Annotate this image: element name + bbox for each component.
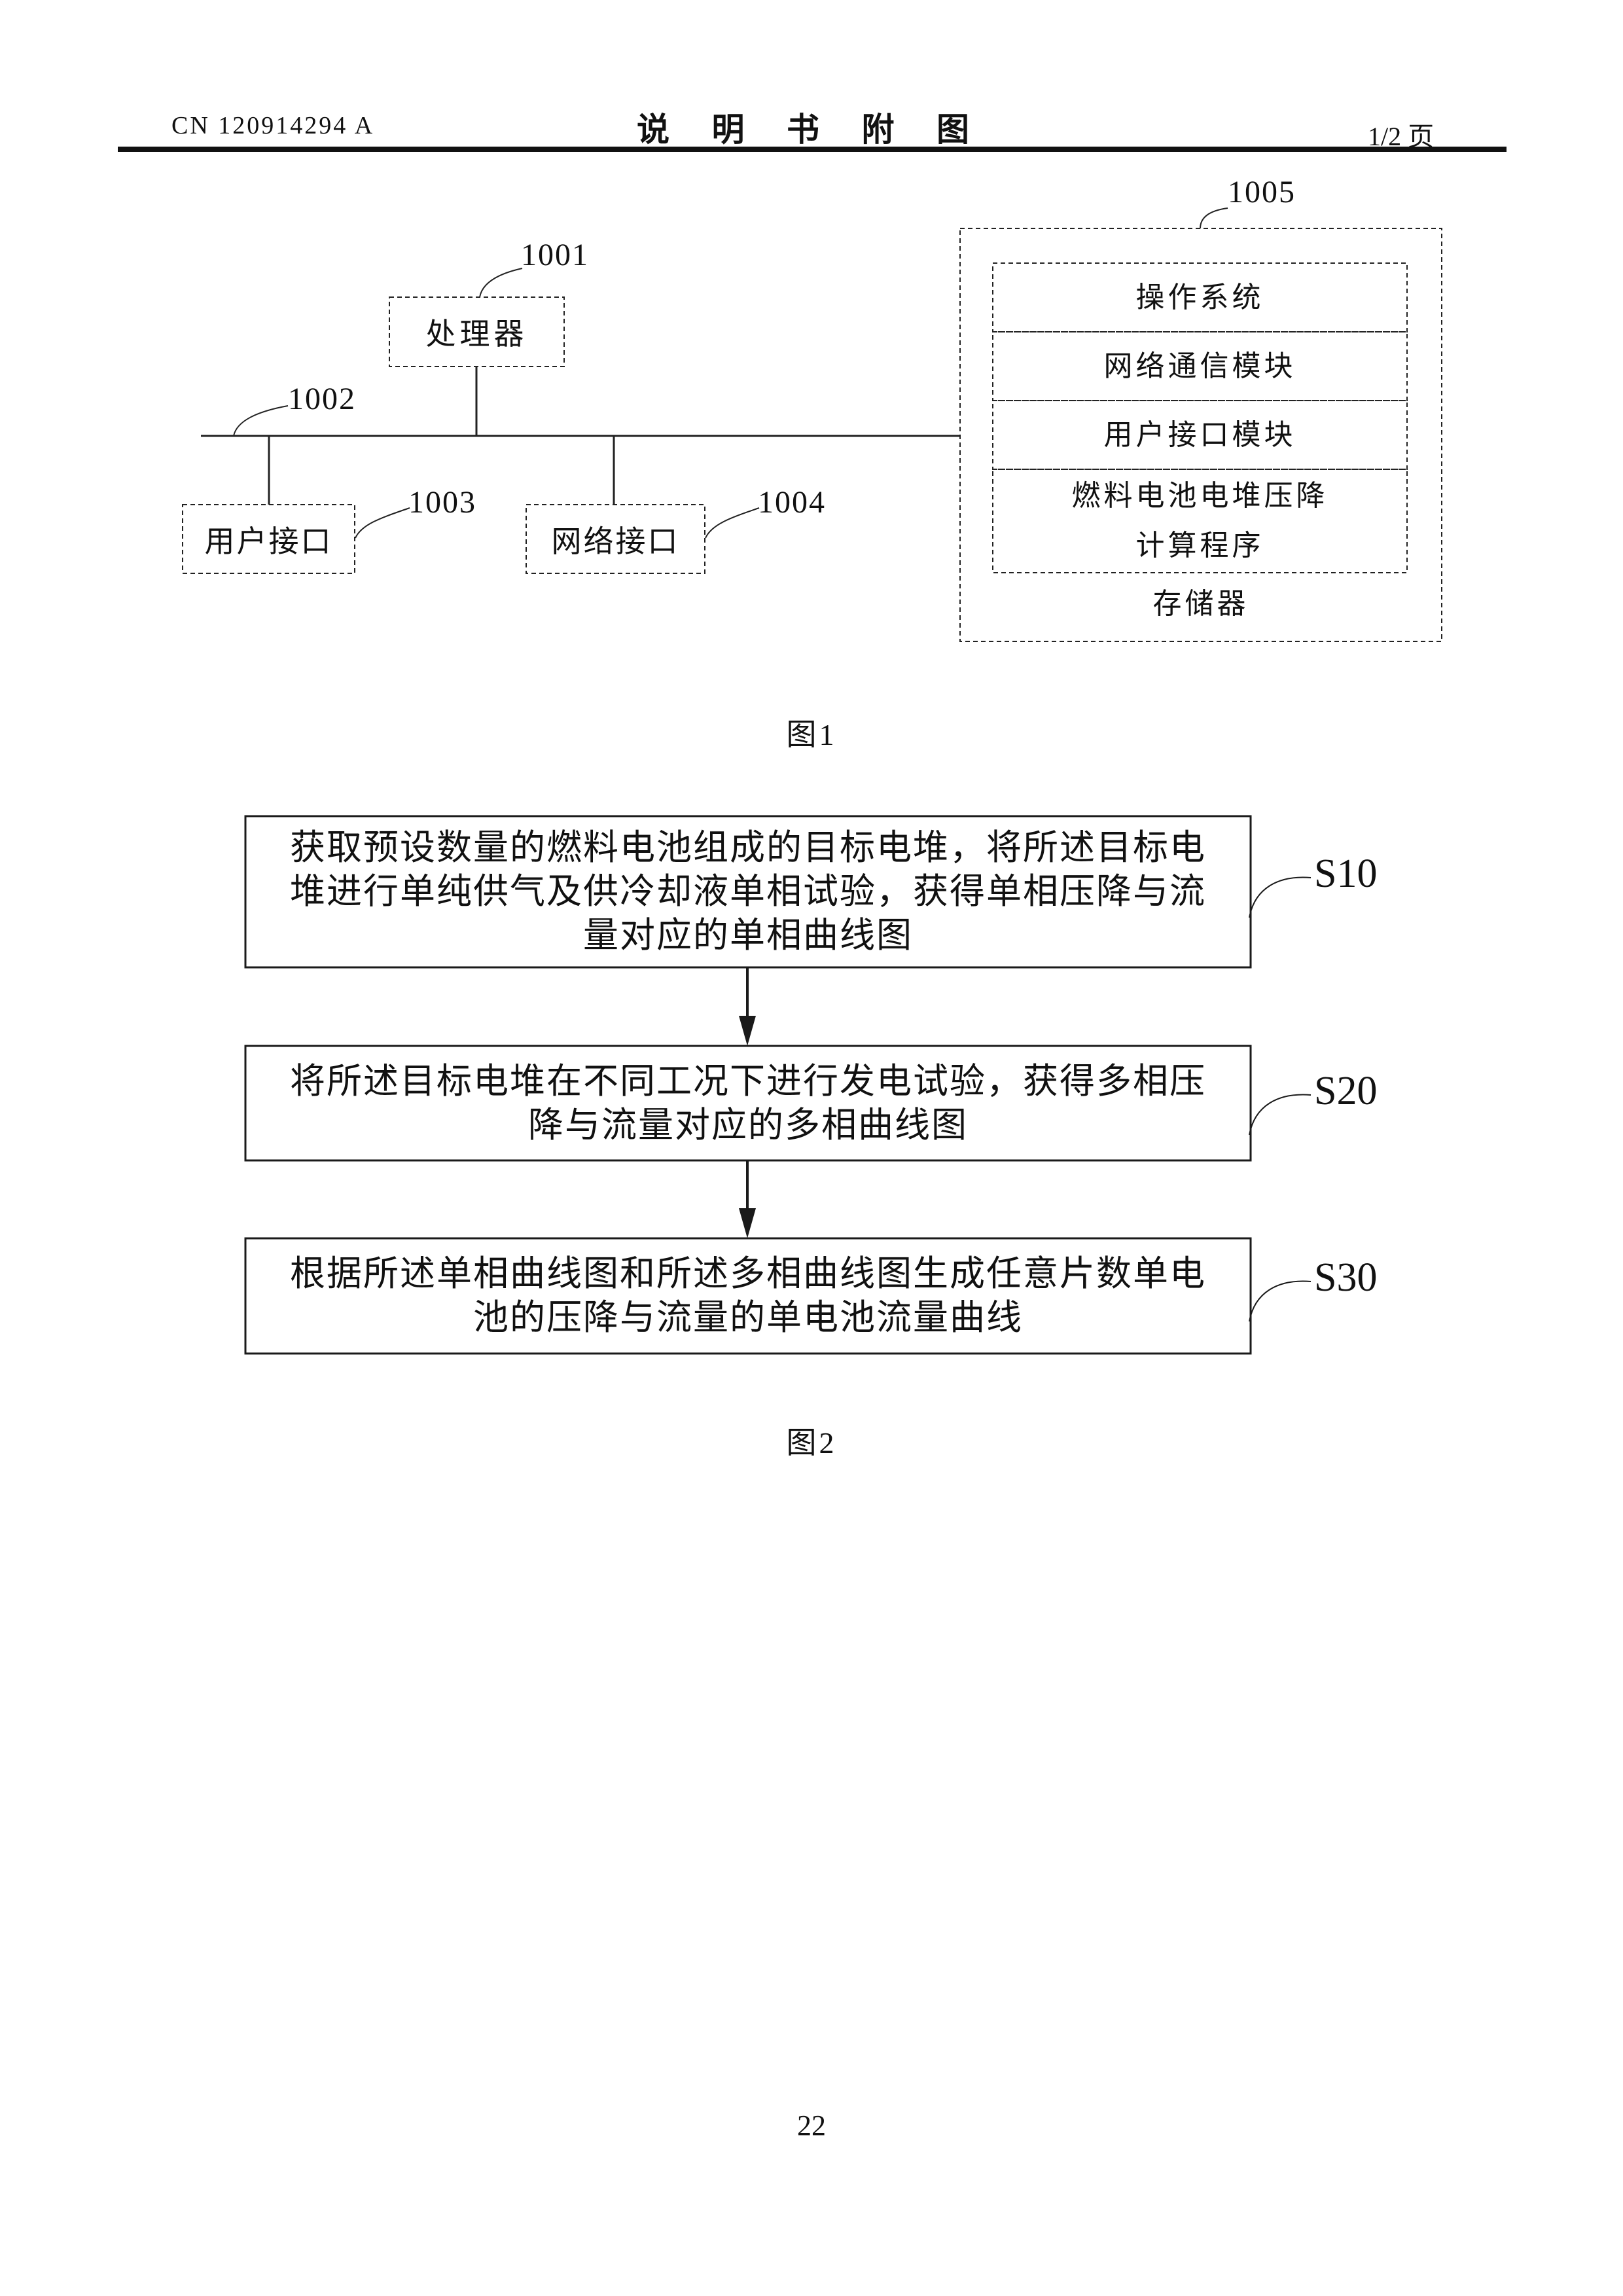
memory-module-user-interface: 用户接口模块	[1103, 418, 1296, 451]
user-interface-box	[182, 504, 355, 574]
page-title: 说 明 书 附 图	[637, 111, 986, 148]
leader-s20	[1249, 1094, 1311, 1136]
step-id-s20: S20	[1314, 1069, 1378, 1113]
step-s30-line1: 根据所述单相曲线图和所述多相曲线图生成任意片数单电	[290, 1254, 1206, 1293]
figure1-caption: 图1	[786, 718, 837, 751]
memory-module-box-4	[992, 469, 1408, 573]
ref-1003: 1003	[408, 485, 476, 520]
network-interface-label: 网络接口	[551, 524, 680, 558]
step-s20-line1: 将所述目标电堆在不同工况下进行发电试验，获得多相压	[290, 1061, 1206, 1101]
network-interface-box	[526, 504, 705, 574]
ref-1004: 1004	[758, 485, 826, 520]
arrow-s10-s20-head	[739, 1016, 756, 1046]
step-s30-line2: 池的压降与流量的单电池流量曲线	[473, 1298, 1023, 1337]
step-s10-line2: 堆进行单纯供气及供冷却液单相试验，获得单相压降与流	[290, 872, 1206, 911]
step-id-s30: S30	[1314, 1255, 1378, 1300]
leader-s30	[1249, 1280, 1311, 1322]
user-interface-label: 用户接口	[204, 524, 333, 558]
memory-module-box-1	[992, 262, 1408, 332]
leader-1004	[705, 507, 760, 539]
step-id-s10: S10	[1314, 852, 1378, 896]
step-s10-line1: 获取预设数量的燃料电池组成的目标电堆，将所述目标电	[290, 828, 1206, 867]
leader-1003	[355, 507, 410, 539]
step-s10-text: 获取预设数量的燃料电池组成的目标电堆，将所述目标电 堆进行单纯供气及供冷却液单相…	[251, 816, 1245, 967]
leader-1005	[1200, 207, 1228, 229]
leader-1001	[479, 268, 523, 298]
ref-1002: 1002	[288, 382, 356, 416]
ref-1001: 1001	[521, 238, 589, 272]
memory-module-box-2	[992, 331, 1408, 401]
memory-module-network-comm: 网络通信模块	[1103, 350, 1296, 382]
memory-module-program-line2: 计算程序	[1135, 529, 1264, 562]
leader-1002	[233, 405, 289, 437]
step-s30-text: 根据所述单相曲线图和所述多相曲线图生成任意片数单电 池的压降与流量的单电池流量曲…	[251, 1238, 1245, 1354]
step-s10-line3: 量对应的单相曲线图	[583, 916, 913, 955]
step-s30-box	[244, 1237, 1252, 1355]
page-number: 22	[797, 2109, 826, 2142]
memory-module-os: 操作系统	[1135, 281, 1264, 314]
memory-module-program-line1: 燃料电池电堆压降	[1071, 480, 1329, 512]
step-s20-text: 将所述目标电堆在不同工况下进行发电试验，获得多相压 降与流量对应的多相曲线图	[251, 1046, 1245, 1160]
ref-1005: 1005	[1228, 175, 1296, 209]
header-rule	[118, 147, 1507, 152]
sheet-page-indicator: 1/2 页	[1368, 122, 1435, 151]
figure2-caption: 图2	[786, 1426, 837, 1460]
leader-s10	[1249, 876, 1311, 918]
arrow-s20-s30-head	[739, 1208, 756, 1238]
patent-publication-number: CN 120914294 A	[171, 112, 375, 139]
memory-module-box-3	[992, 400, 1408, 470]
processor-label: 处理器	[425, 317, 528, 351]
step-s20-line2: 降与流量对应的多相曲线图	[528, 1105, 968, 1145]
memory-label: 存储器	[1152, 588, 1249, 620]
